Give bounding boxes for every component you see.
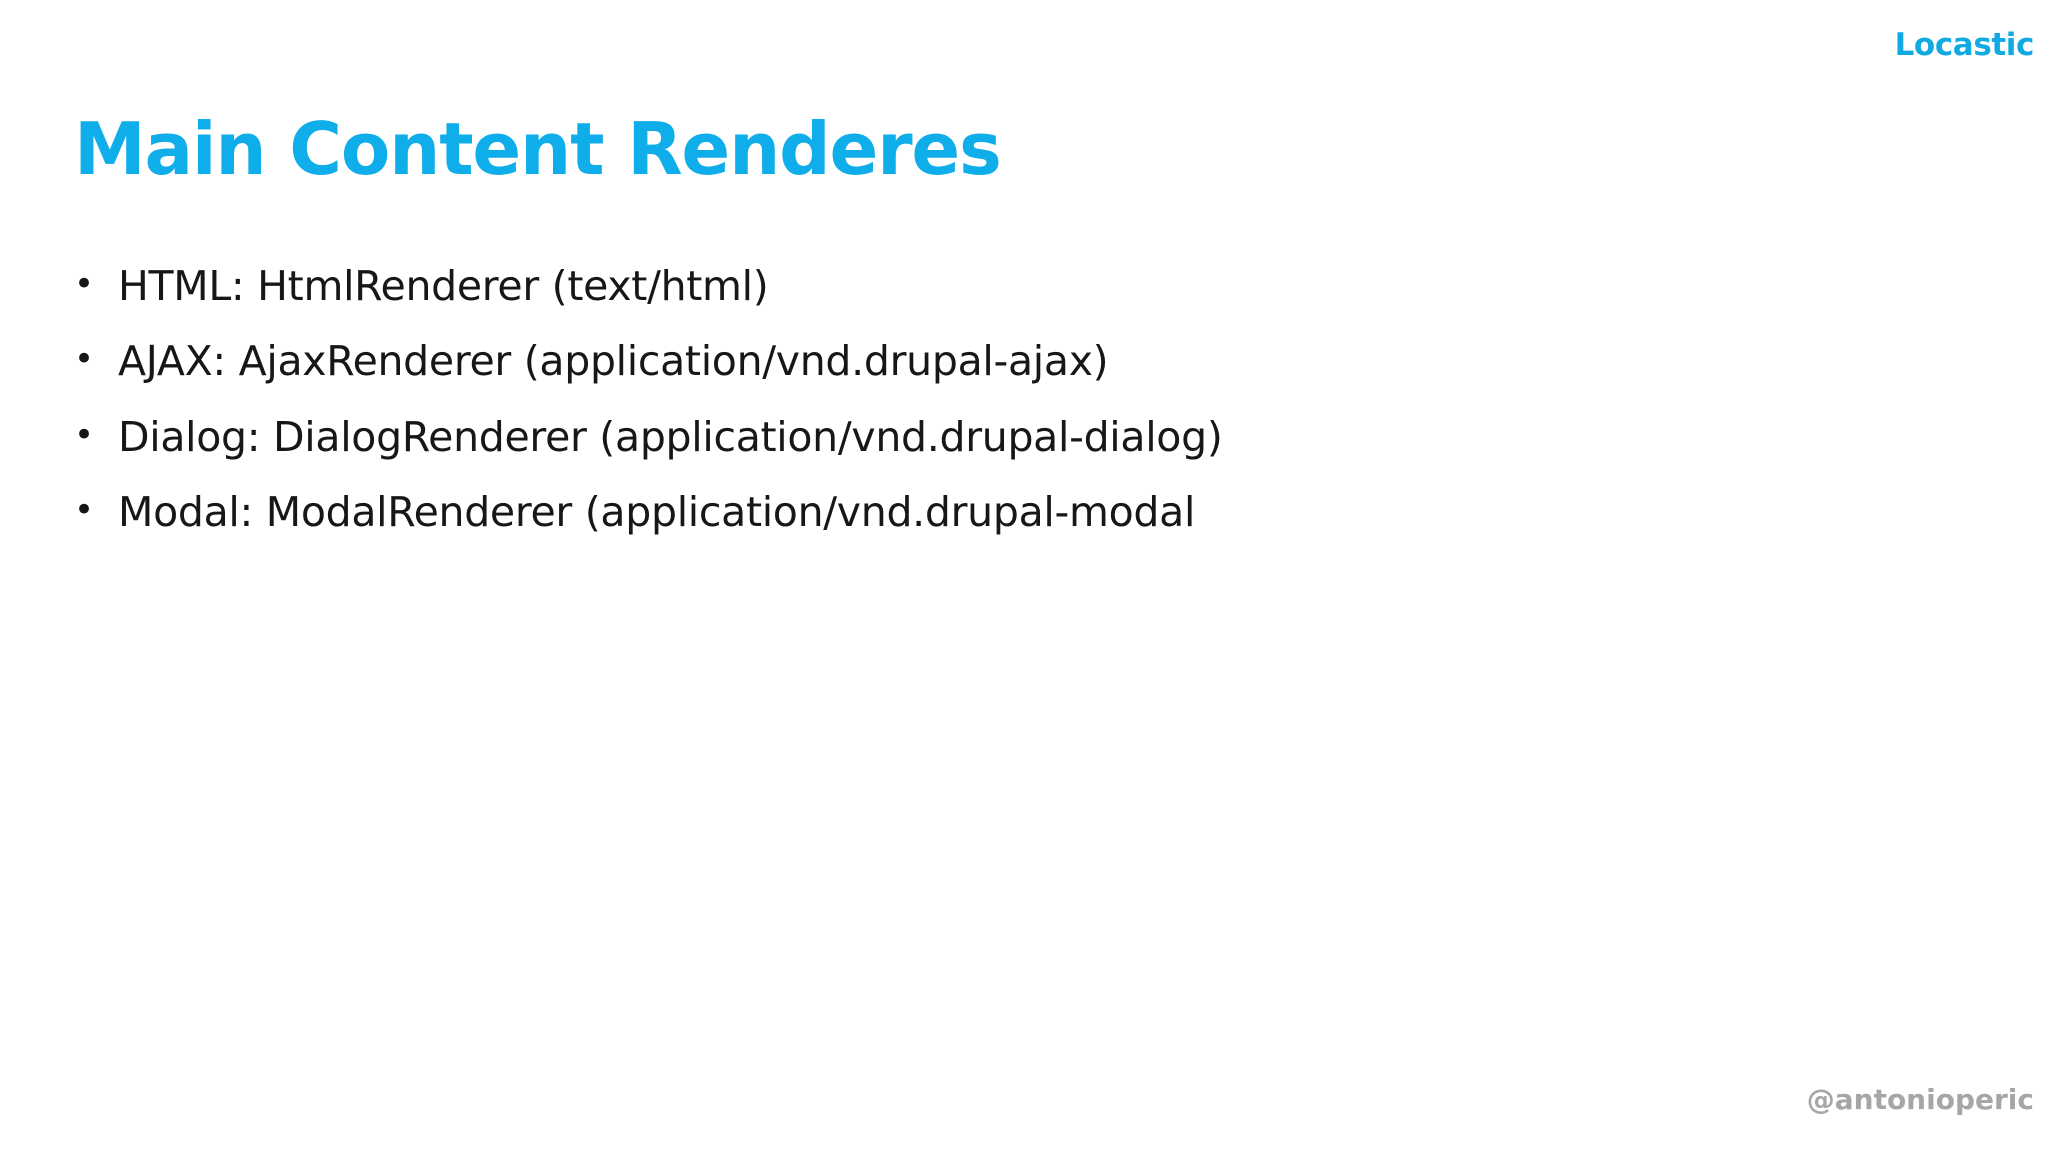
author-handle: @antonioperic (1806, 1083, 2034, 1116)
list-item-label: AJAX: AjaxRenderer (application/vnd.drup… (118, 337, 1109, 386)
list-item: • AJAX: AjaxRenderer (application/vnd.dr… (74, 337, 1574, 385)
bullet-point-icon: • (74, 414, 94, 455)
bullet-point-icon: • (74, 264, 94, 304)
list-item-label: HTML: HtmlRenderer (text/html) (118, 262, 769, 310)
bullet-point-icon: • (74, 490, 94, 531)
list-item-label: Dialog: DialogRenderer (application/vnd.… (118, 412, 1223, 461)
list-item-label: Modal: ModalRenderer (application/vnd.dr… (118, 488, 1196, 537)
list-item: • HTML: HtmlRenderer (text/html) (74, 262, 1574, 310)
list-item: • Dialog: DialogRenderer (application/vn… (74, 413, 1574, 461)
page-title: Main Content Renderes (74, 107, 1002, 191)
brand-logo: Locastic (1894, 27, 2035, 63)
bullet-point-icon: • (74, 339, 94, 380)
list-item: • Modal: ModalRenderer (application/vnd.… (74, 488, 1574, 536)
bullet-list: • HTML: HtmlRenderer (text/html) • AJAX:… (74, 262, 1574, 537)
